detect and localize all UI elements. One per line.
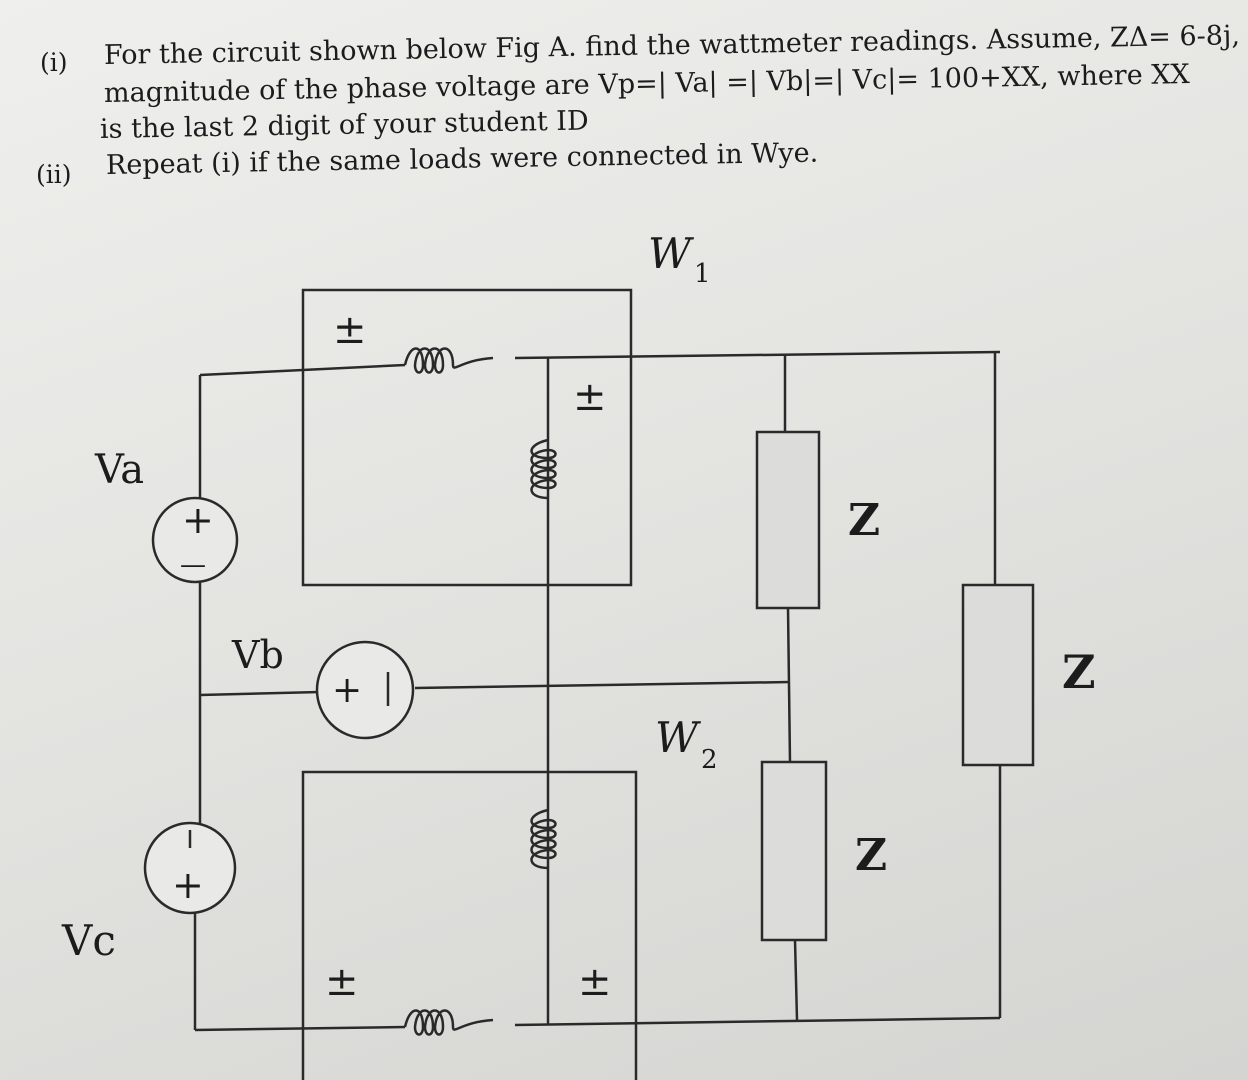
wire-top-right	[514, 350, 1001, 360]
w2-voltage-polarity: ±	[578, 959, 612, 1005]
source-vc-label: Vc	[61, 916, 116, 965]
va-plus: +	[182, 498, 214, 542]
part-1-number: (i)	[40, 48, 68, 77]
coil-1-horizontal	[403, 347, 494, 374]
wire-z1-z2	[786, 607, 792, 763]
va-minus: —	[180, 550, 206, 580]
wattmeter-1-box	[301, 288, 633, 587]
wire-mid-right	[414, 680, 791, 690]
w1-current-polarity: ±	[333, 307, 367, 353]
load-z-3-label: Z	[1062, 645, 1096, 699]
load-z-2-label: Z	[855, 830, 887, 881]
load-z-3	[961, 583, 1035, 767]
wattmeter-1-label: W	[648, 229, 695, 278]
part-2-number: (ii)	[36, 160, 72, 189]
wire-bottom-left	[194, 1025, 406, 1032]
vc-plus: +	[172, 863, 204, 907]
source-va-label: Va	[94, 447, 144, 493]
wattmeter-2-label: W	[655, 713, 702, 762]
source-vc-circle	[143, 821, 237, 915]
load-z-1-label: Z	[848, 495, 880, 546]
wattmeter-2-box	[301, 770, 638, 1080]
coil-2-vertical	[530, 808, 557, 870]
wire-mid-left	[199, 690, 321, 697]
source-vb-label: Vb	[231, 633, 284, 677]
w1-voltage-polarity: ±	[573, 374, 607, 420]
source-va-circle	[151, 496, 239, 584]
wattmeter-2-subscript: 2	[701, 745, 718, 775]
source-vb-circle	[315, 640, 415, 740]
coil-1-vertical	[530, 438, 557, 500]
load-z-2	[760, 760, 828, 942]
load-z-1	[755, 430, 821, 610]
w2-current-polarity: ±	[325, 959, 359, 1005]
wire-bottom-right	[514, 1016, 1001, 1027]
vb-plus: +	[332, 670, 362, 711]
coil-2-horizontal	[403, 1009, 494, 1036]
wattmeter-1-subscript: 1	[694, 259, 711, 289]
wire-z2-bottom	[793, 939, 799, 1021]
